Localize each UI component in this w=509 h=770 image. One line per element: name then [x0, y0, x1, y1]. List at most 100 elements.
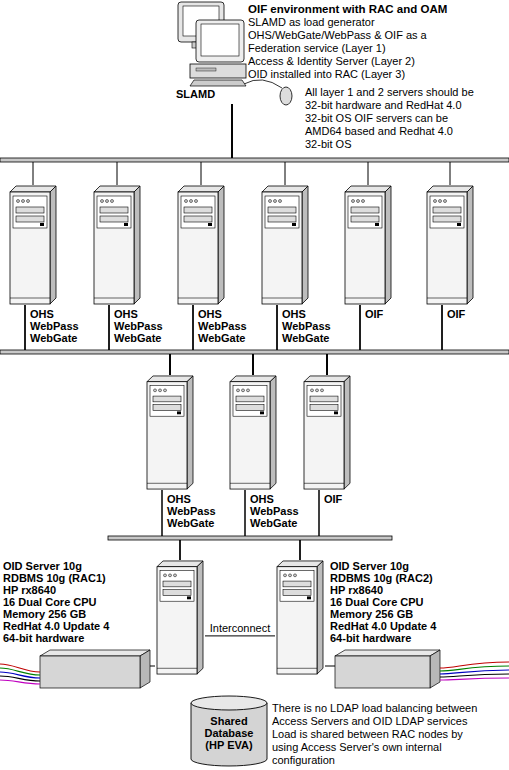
server-tower: [176, 185, 226, 305]
mouse-cord: [244, 80, 282, 88]
network-link: [327, 305, 442, 375]
server-tower: [155, 560, 205, 675]
node-label: 64-bit hardware: [330, 632, 411, 644]
node-label: WebPass: [114, 320, 163, 332]
cable-bundle: [0, 662, 509, 684]
note-text: OID installed into RAC (Layer 3): [248, 68, 405, 80]
note-text: configuration: [272, 754, 335, 766]
note-text: 32-bit hardware and RedHat 4.0: [305, 99, 462, 111]
network-link: [170, 305, 360, 375]
node-label: SLAMD: [176, 88, 215, 100]
network-link: [201, 104, 232, 185]
server-node: OID Server 10gRDBMS 10g (RAC2)HP rx86401…: [275, 560, 325, 675]
network-link: [117, 104, 232, 185]
network-link: [300, 490, 319, 560]
server-tower: [8, 185, 58, 305]
server-tower: [260, 185, 310, 305]
node-label: HP rx8640: [330, 584, 383, 596]
workstation-node: SLAMD: [172, 0, 248, 104]
network-link: [162, 490, 300, 560]
node-label: WebGate: [114, 332, 161, 344]
fibre-switch: [40, 650, 155, 688]
note-text: All layer 1 and 2 servers should be: [305, 86, 474, 98]
note-text: Federation service (Layer 1): [248, 42, 386, 54]
note-text: SLAMD as load generator: [248, 16, 375, 28]
fibre-switch: [325, 650, 440, 688]
server-node: OID Server 10gRDBMS 10g (RAC1)HP rx86401…: [155, 560, 205, 675]
network-link: [33, 104, 232, 185]
note-text: using Access Server's own internal: [272, 741, 442, 753]
server-node: OHSWebPassWebGate: [176, 185, 226, 305]
node-label: Shared Database (HP EVA): [199, 715, 259, 751]
node-label: OIF: [447, 308, 465, 320]
server-tower: [145, 375, 195, 490]
node-label: RedHat 4.0 Update 4: [330, 620, 436, 632]
link-label: Interconnect: [210, 622, 271, 634]
note-text: Access Servers and OID LDAP services: [272, 715, 467, 727]
note-text: Load is shared between RAC nodes by: [272, 728, 463, 740]
network-bus: [108, 536, 392, 540]
network-link: [245, 490, 300, 560]
node-label: OID Server 10g: [330, 560, 409, 572]
node-label: WebGate: [282, 332, 329, 344]
node-label: OIF: [365, 308, 383, 320]
network-link: [25, 305, 327, 375]
node-label: WebGate: [167, 517, 214, 529]
server-node: OHSWebPassWebGate: [92, 185, 142, 305]
network-bus: [0, 158, 509, 162]
node-label: Memory 256 GB: [3, 608, 86, 620]
diagram-title: OIF environment with RAC and OAM: [248, 3, 447, 15]
server-tower: [302, 375, 352, 490]
network-link: [232, 104, 285, 185]
server-node: OHSWebPassWebGate: [145, 375, 195, 490]
node-label: OHS: [282, 308, 306, 320]
node-label: HP rx8640: [3, 584, 56, 596]
node-label: WebPass: [198, 320, 247, 332]
network-link: [109, 305, 170, 375]
server-tower: [228, 375, 278, 490]
network-link: [253, 305, 442, 375]
node-label: OHS: [198, 308, 222, 320]
mouse-symbol: [280, 87, 292, 105]
node-label: RDBMS 10g (RAC2): [330, 572, 433, 584]
server-node: OIF: [343, 185, 393, 305]
node-label: WebPass: [282, 320, 331, 332]
node-label: WebGate: [250, 517, 297, 529]
note-text: Access & Identity Server (Layer 2): [248, 55, 415, 67]
network-link: [327, 305, 360, 375]
note-text: 32-bit OS OIF servers can be: [305, 112, 448, 124]
note-text: OHS/WebGate/WebPass & OIF as a: [248, 29, 427, 41]
network-link: [109, 305, 253, 375]
node-label: OID Server 10g: [3, 560, 82, 572]
server-tower: [92, 185, 142, 305]
note-text: AMD64 based and Redhat 4.0: [305, 125, 453, 137]
server-node: OIF: [302, 375, 352, 490]
network-link: [170, 305, 442, 375]
node-label: OHS: [167, 493, 191, 505]
network-link: [25, 305, 170, 375]
server-tower: [275, 560, 325, 675]
network-link: [25, 305, 253, 375]
node-label: 16 Dual Core CPU: [330, 596, 424, 608]
network-link: [232, 104, 450, 185]
node-label: OIF: [324, 493, 342, 505]
node-label: OHS: [30, 308, 54, 320]
database-node: Shared Database (HP EVA): [190, 695, 268, 767]
network-link: [193, 305, 253, 375]
node-label: 64-bit hardware: [3, 632, 84, 644]
network-link: [205, 635, 275, 636]
network-link: [253, 305, 277, 375]
network-link: [170, 305, 277, 375]
node-label: RedHat 4.0 Update 4: [3, 620, 109, 632]
network-link: [170, 305, 193, 375]
note-text: There is no LDAP load balancing between: [272, 702, 477, 714]
server-node: OHSWebPassWebGate: [8, 185, 58, 305]
node-label: WebPass: [250, 505, 299, 517]
server-node: OHSWebPassWebGate: [260, 185, 310, 305]
server-node: OHSWebPassWebGate: [228, 375, 278, 490]
node-label: WebGate: [198, 332, 245, 344]
node-label: WebPass: [167, 505, 216, 517]
node-label: WebPass: [30, 320, 79, 332]
node-label: Memory 256 GB: [330, 608, 413, 620]
